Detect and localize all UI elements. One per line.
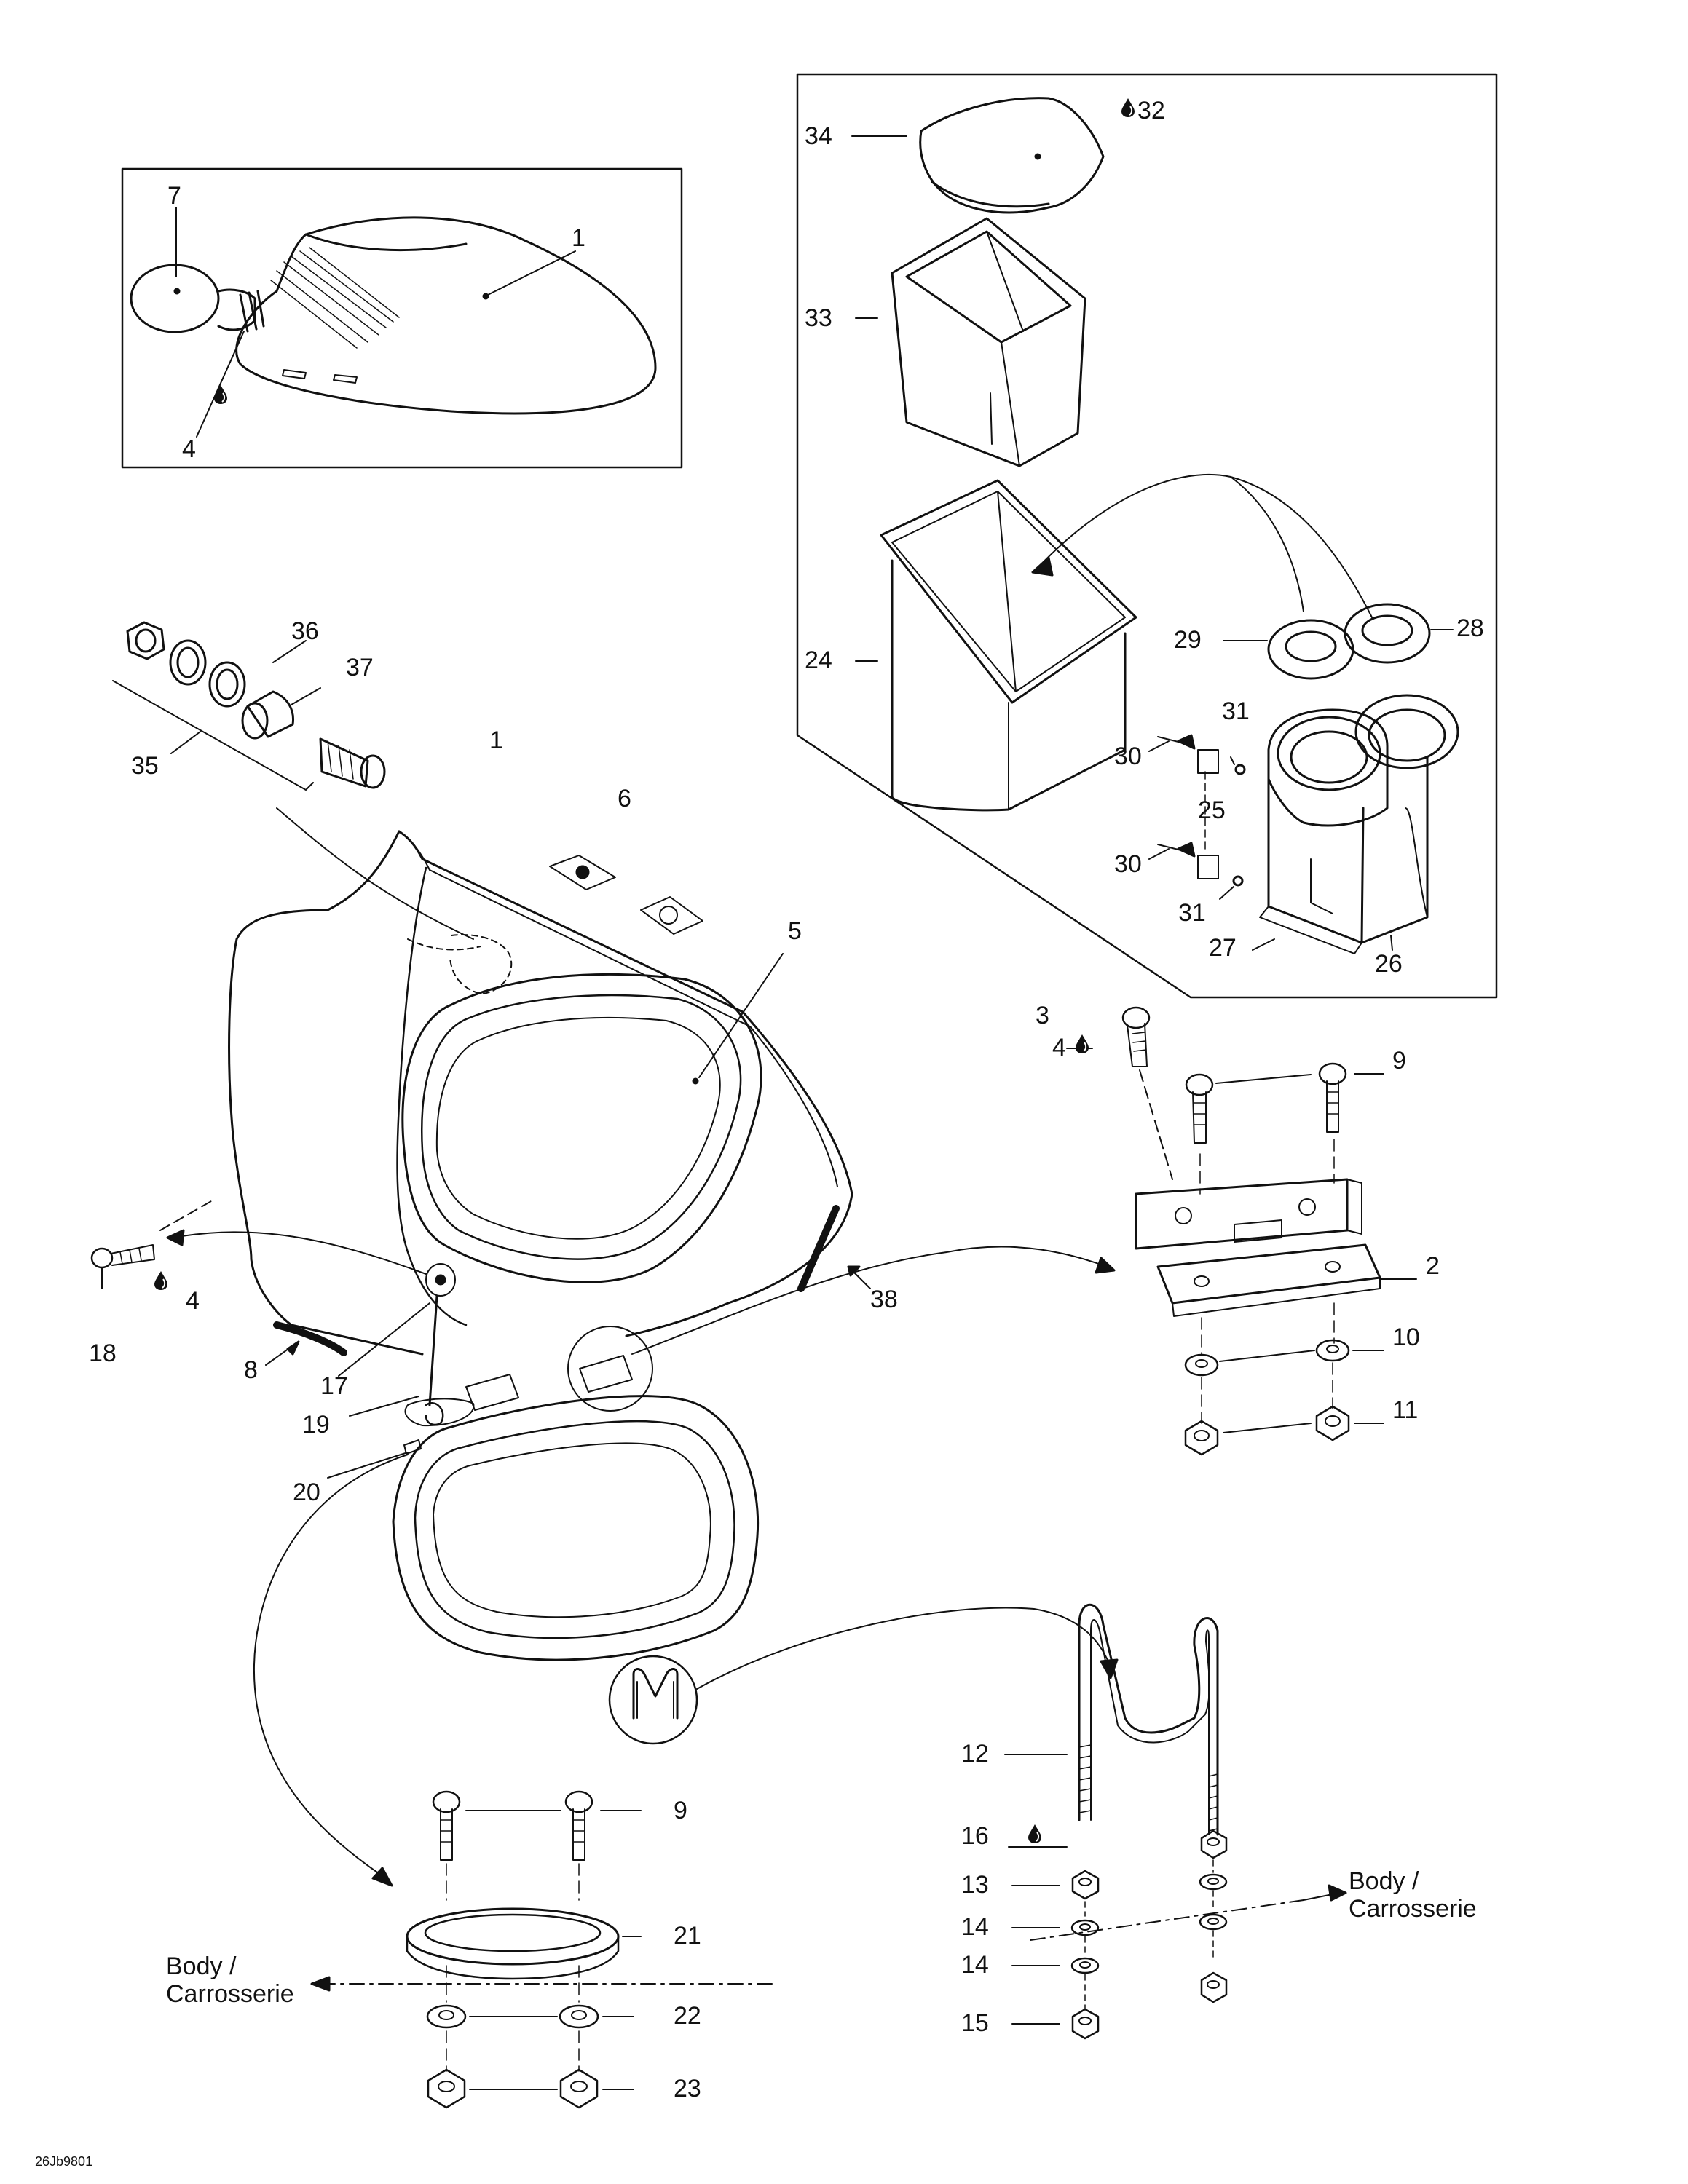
body-label-left: Body / Carrosserie bbox=[166, 1952, 294, 2008]
callout-30-bottom: 30 bbox=[1114, 850, 1142, 878]
callout-7: 7 bbox=[167, 182, 181, 210]
body-label-right-line1: Body / bbox=[1349, 1867, 1419, 1895]
ring-assembly bbox=[310, 1790, 773, 2109]
hinge-detail bbox=[1066, 1006, 1417, 1456]
callout-18: 18 bbox=[89, 1340, 117, 1367]
body-label-left-line1: Body / bbox=[166, 1952, 237, 1980]
callout-28: 28 bbox=[1456, 614, 1484, 642]
callout-14-upper: 14 bbox=[961, 1913, 989, 1941]
callout-31-top: 31 bbox=[1222, 697, 1250, 725]
callout-36: 36 bbox=[291, 617, 319, 645]
callout-13: 13 bbox=[961, 1871, 989, 1899]
body-label-right-line2: Carrosserie bbox=[1349, 1895, 1477, 1923]
callout-20: 20 bbox=[293, 1479, 320, 1506]
cover-inset bbox=[121, 167, 683, 469]
callout-30-top: 30 bbox=[1114, 743, 1142, 770]
callout-9-hinge: 9 bbox=[1392, 1047, 1406, 1075]
callout-1-main: 1 bbox=[489, 727, 503, 754]
callout-37: 37 bbox=[346, 654, 374, 681]
callout-11: 11 bbox=[1392, 1396, 1419, 1424]
callout-6: 6 bbox=[618, 785, 631, 812]
callout-34: 34 bbox=[805, 122, 832, 150]
callout-4-screw: 4 bbox=[186, 1287, 200, 1315]
body-label-left-line2: Carrosserie bbox=[166, 1980, 294, 2008]
callout-29: 29 bbox=[1174, 626, 1202, 654]
fitting-kit bbox=[112, 621, 386, 791]
callout-24: 24 bbox=[805, 646, 832, 674]
callout-33: 33 bbox=[805, 304, 832, 332]
callout-17: 17 bbox=[320, 1372, 348, 1400]
callout-8: 8 bbox=[244, 1356, 258, 1384]
callout-23: 23 bbox=[674, 2075, 701, 2102]
callout-2: 2 bbox=[1426, 1252, 1440, 1280]
drawing-code: 26Jb9801 bbox=[35, 2154, 93, 2169]
callout-12: 12 bbox=[961, 1740, 989, 1768]
oil-drop-icon bbox=[154, 1271, 167, 1290]
callout-31-bottom: 31 bbox=[1178, 899, 1206, 927]
callout-3: 3 bbox=[1036, 1002, 1049, 1029]
callout-27: 27 bbox=[1209, 934, 1237, 962]
callout-4-inset: 4 bbox=[182, 435, 196, 463]
callout-19: 19 bbox=[302, 1411, 330, 1439]
oil-drop-icon bbox=[1121, 98, 1135, 117]
callout-38: 38 bbox=[870, 1286, 898, 1313]
callout-32: 32 bbox=[1137, 97, 1165, 124]
callout-9-ring: 9 bbox=[674, 1797, 687, 1824]
callout-21: 21 bbox=[674, 1922, 701, 1950]
body-label-right: Body / Carrosserie bbox=[1349, 1867, 1477, 1923]
callout-10: 10 bbox=[1392, 1324, 1420, 1351]
callout-4-hinge: 4 bbox=[1052, 1034, 1066, 1061]
oil-drop-icon bbox=[214, 385, 227, 404]
callout-16: 16 bbox=[961, 1822, 989, 1850]
callout-5: 5 bbox=[788, 917, 802, 945]
storage-inset bbox=[796, 73, 1498, 999]
callout-15: 15 bbox=[961, 2009, 989, 2037]
ubolt-assembly bbox=[1004, 1603, 1347, 2040]
oil-drop-icon bbox=[1076, 1034, 1089, 1053]
callout-1-inset: 1 bbox=[572, 224, 585, 252]
callout-35: 35 bbox=[131, 752, 159, 780]
callout-26: 26 bbox=[1375, 950, 1403, 978]
callout-22: 22 bbox=[674, 2002, 701, 2030]
compartment-shell bbox=[90, 807, 1116, 1479]
lid-frame bbox=[253, 1395, 1119, 1887]
callout-14-lower: 14 bbox=[961, 1951, 989, 1979]
oil-drop-icon bbox=[1028, 1824, 1041, 1843]
callout-25: 25 bbox=[1198, 796, 1226, 824]
